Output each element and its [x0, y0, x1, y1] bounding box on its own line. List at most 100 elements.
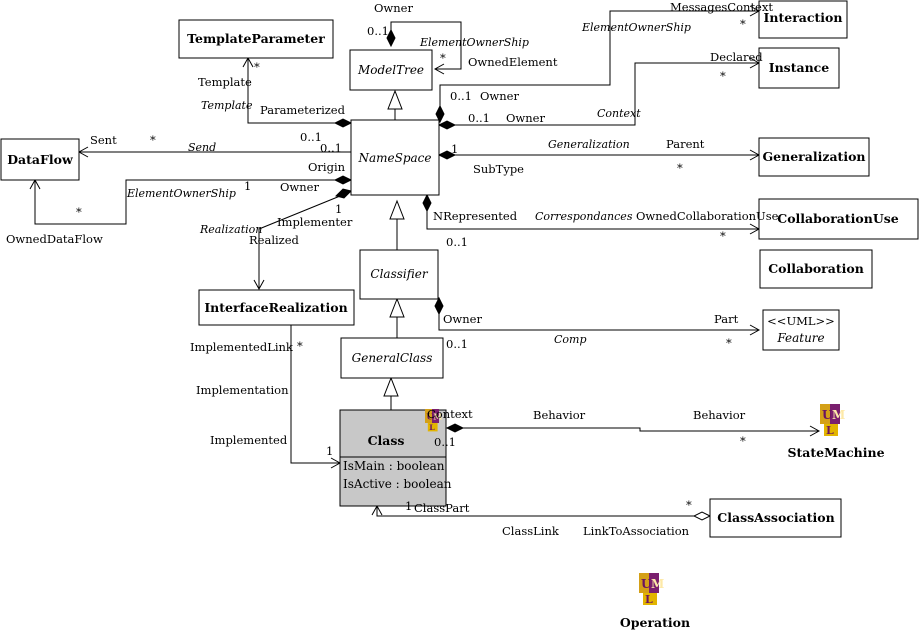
multiplicity-label: * [254, 60, 260, 74]
multiplicity-label: 1 [326, 444, 333, 458]
class-state-machine[interactable]: StateMachine [787, 404, 885, 460]
class-attribute: IsActive : boolean [343, 477, 452, 491]
class-collaboration-use[interactable]: CollaborationUse [758, 198, 919, 240]
class-interface-realization[interactable]: InterfaceRealization [198, 289, 355, 326]
association-label: Send [188, 141, 216, 154]
role-label: ClassPart [414, 501, 470, 515]
instance-owner-diamond [437, 120, 457, 130]
association-label: Realization [199, 223, 262, 236]
class-template-parameter[interactable]: TemplateParameter [178, 19, 334, 59]
role-label: Implementer [277, 215, 353, 229]
realization-association [258, 193, 346, 289]
association-label: Context [597, 107, 641, 120]
class-name-space[interactable]: NameSpace [350, 119, 440, 196]
class-link-association [376, 506, 694, 517]
class-instance[interactable]: Instance [758, 47, 840, 89]
association-label: ElementOwnerShip [419, 36, 529, 49]
multiplicity-label: * [440, 51, 446, 65]
multiplicity-label: * [150, 133, 156, 147]
instance-association [455, 62, 759, 126]
role-label: Realized [249, 233, 300, 247]
class-class[interactable]: Class IsMain : boolean IsActive : boolea… [339, 409, 452, 507]
class-name: Collaboration [768, 261, 864, 276]
feature-arrowhead [749, 324, 761, 336]
collaboration-use-association [426, 211, 759, 230]
association-label: Correspondances [535, 210, 633, 223]
role-label: MessagesContext [670, 0, 773, 14]
interaction-association [439, 10, 759, 108]
modeltree-self-arrowhead [433, 63, 445, 75]
class-name: InterfaceRealization [204, 300, 347, 315]
class-link-diamond [692, 511, 712, 521]
role-label: SubType [473, 162, 524, 176]
multiplicity-label: * [720, 69, 726, 83]
class-name: Classifier [370, 267, 428, 281]
role-label: Behavior [693, 408, 746, 422]
class-general-class[interactable]: GeneralClass [340, 337, 444, 379]
class-name: NameSpace [357, 151, 431, 165]
multiplicity-label: 0..1 [320, 141, 342, 155]
multiplicity-label: * [76, 205, 82, 219]
role-label: Owner [506, 111, 545, 125]
multiplicity-label: 0..1 [300, 130, 322, 144]
class-name: DataFlow [7, 152, 74, 167]
modeltree-owner-diamond [386, 28, 396, 48]
association-label: Comp [554, 333, 587, 346]
association-label: ClassLink [502, 524, 560, 538]
class-name: ClassAssociation [717, 510, 834, 525]
class-name: TemplateParameter [187, 31, 325, 46]
role-label: OwnedDataFlow [6, 232, 103, 246]
association-label: Implementation [196, 383, 289, 397]
role-label: Origin [308, 160, 346, 174]
feature-association [438, 314, 759, 331]
multiplicity-label: 1 [405, 499, 412, 513]
role-label: Implemented [210, 433, 288, 447]
class-classifier[interactable]: Classifier [359, 249, 439, 300]
collaboration-use-diamond [422, 193, 432, 213]
role-label: Owner [374, 1, 413, 15]
role-label: NRepresented [433, 209, 518, 223]
stereotype-label: <<UML>> [767, 314, 835, 328]
namespace-generalization-triangle [387, 89, 403, 110]
role-label: Declared [710, 50, 763, 64]
class-name: ModelTree [357, 63, 424, 77]
behavior-association [463, 427, 819, 432]
multiplicity-label: 1 [335, 202, 342, 216]
class-attribute: IsMain : boolean [343, 459, 445, 473]
class-interaction[interactable]: Interaction [758, 0, 848, 39]
role-label: Context [427, 407, 473, 421]
role-label: ImplementedLink [190, 340, 294, 354]
class-name: Feature [776, 331, 824, 345]
class-name: Generalization [763, 149, 866, 164]
association-label: Template [201, 99, 253, 112]
modeltree-self-association [390, 21, 462, 70]
multiplicity-label: * [297, 339, 303, 353]
class-name: Instance [769, 60, 830, 75]
class-feature[interactable]: <<UML>> Feature [762, 309, 840, 351]
class-generalization[interactable]: Generalization [758, 137, 870, 177]
template-association [247, 58, 335, 124]
class-class-association[interactable]: ClassAssociation [709, 498, 842, 538]
multiplicity-label: * [720, 229, 726, 243]
class-name: Interaction [764, 10, 843, 25]
class-name: StateMachine [787, 445, 884, 460]
generalization-diamond [437, 150, 457, 160]
uml-icon [820, 404, 846, 437]
multiplicity-label: 0..1 [434, 435, 456, 449]
multiplicity-label: * [726, 336, 732, 350]
multiplicity-label: * [740, 17, 746, 31]
class-collaboration[interactable]: Collaboration [759, 249, 873, 289]
multiplicity-label: 0..1 [446, 337, 468, 351]
template-diamond [333, 118, 353, 128]
association-label: ElementOwnerShip [581, 21, 691, 34]
role-label: Owner [280, 180, 319, 194]
role-label: Parameterized [260, 103, 346, 117]
role-label: LinkToAssociation [583, 524, 690, 538]
multiplicity-label: * [740, 434, 746, 448]
class-model-tree[interactable]: ModelTree [349, 49, 433, 91]
role-label: Template [198, 75, 252, 89]
class-data-flow[interactable]: DataFlow [0, 138, 80, 181]
class-operation[interactable]: Operation [620, 573, 690, 630]
role-label: Owner [443, 312, 482, 326]
